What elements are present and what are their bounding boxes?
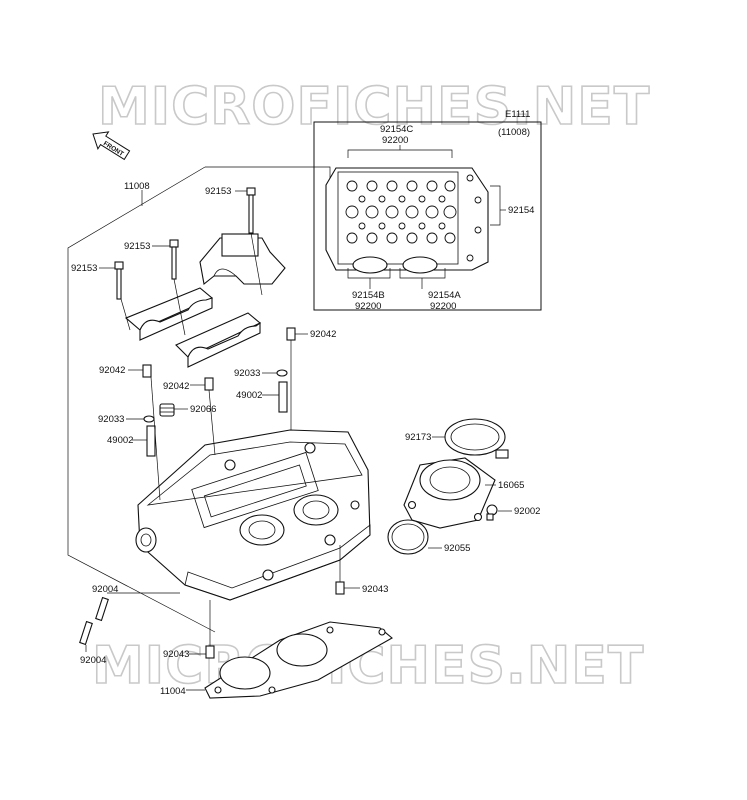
camshaft-cap-left [124,287,214,341]
assembly-bracket-top [205,166,331,235]
oring-92055-inner [391,523,425,551]
label-92042-b: 92042 [99,365,125,376]
camshaft-cap-holder [199,233,286,286]
label-92200-b: 92200 [355,301,381,312]
head-top-view [325,167,489,274]
dowel-92042-left [142,364,152,378]
oring-92055 [387,519,429,555]
alignment-lines [120,232,341,646]
label-11004: 11004 [160,686,186,697]
label-92066: 92066 [190,404,216,415]
label-92200-c: 92200 [430,301,456,312]
cylinder-head-11008 [135,429,371,601]
label-49002-b: 49002 [107,435,133,446]
label-92173: 92173 [405,432,431,443]
bolt-92002 [486,504,498,521]
label-49002-a: 49002 [236,390,262,401]
bolt-92153-right [246,187,256,234]
seal-92066 [159,403,175,417]
label-92153-b: 92153 [124,241,150,252]
label-92002: 92002 [514,506,540,517]
assembly-bracket-left [67,166,216,633]
label-92033-b: 92033 [98,414,124,425]
label-92055: 92055 [444,543,470,554]
camshaft-cap-right [175,312,262,368]
dowel-92043-right [335,581,345,595]
label-92154C: 92154C [380,124,413,135]
guide-49002-right [278,381,288,413]
label-92153-a: 92153 [205,186,231,197]
inset-ref: (11008) [498,127,530,138]
dowel-92042-right [286,327,296,341]
label-92042-a: 92042 [310,329,336,340]
label-92154: 92154 [508,205,534,216]
label-16065: 16065 [498,480,524,491]
inset-code: E1111 [505,109,530,120]
label-92200-a: 92200 [382,135,408,146]
dowel-92042-middle [204,377,214,391]
bolt-92153-left [114,261,124,300]
label-92153-c: 92153 [71,263,97,274]
leader-92154 [490,185,501,226]
clamp-92173 [444,418,509,459]
label-92033-a: 92033 [234,368,260,379]
guide-49002-left [146,425,156,457]
intake-holder-16065 [403,457,496,529]
clip-92033-left [143,415,155,423]
watermark-top: MICROFICHES.NET [98,77,650,137]
label-92004-b: 92004 [80,655,106,666]
leader-92154C [347,149,453,158]
label-11008: 11008 [124,181,150,192]
head-gasket-11004 [204,621,393,699]
leader-92154A [399,268,446,279]
label-92042-c: 92042 [163,381,189,392]
label-92004-a: 92004 [92,584,118,595]
label-92154A: 92154A [428,290,461,301]
label-92043-b: 92043 [163,649,189,660]
dowel-92043-left [205,645,215,659]
label-92043-a: 92043 [362,584,388,595]
inset-box [313,121,542,311]
stud-92004-lower [79,620,93,646]
bolt-92153-middle [169,239,179,280]
stud-92004-upper [95,596,109,622]
clip-92033-right [276,369,288,377]
leader-92154B [347,268,391,279]
label-92154B: 92154B [352,290,385,301]
